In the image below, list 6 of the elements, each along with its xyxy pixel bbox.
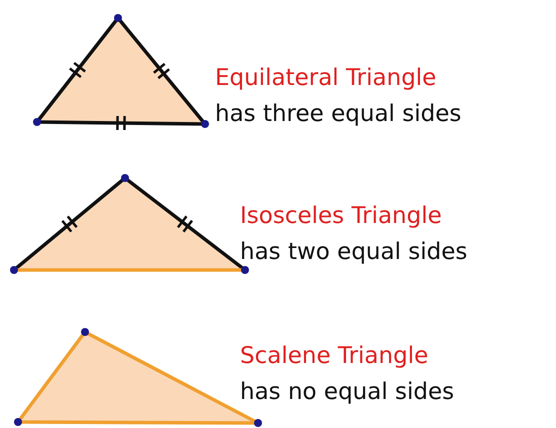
triangle-description: has two equal sides (240, 238, 468, 266)
triangle-name: Isosceles Triangle (240, 202, 442, 230)
triangle-description: has no equal sides (240, 378, 454, 406)
triangle-description: has three equal sides (215, 100, 462, 128)
triangle-name: Scalene Triangle (240, 342, 428, 370)
triangle-name: Equilateral Triangle (215, 64, 436, 92)
